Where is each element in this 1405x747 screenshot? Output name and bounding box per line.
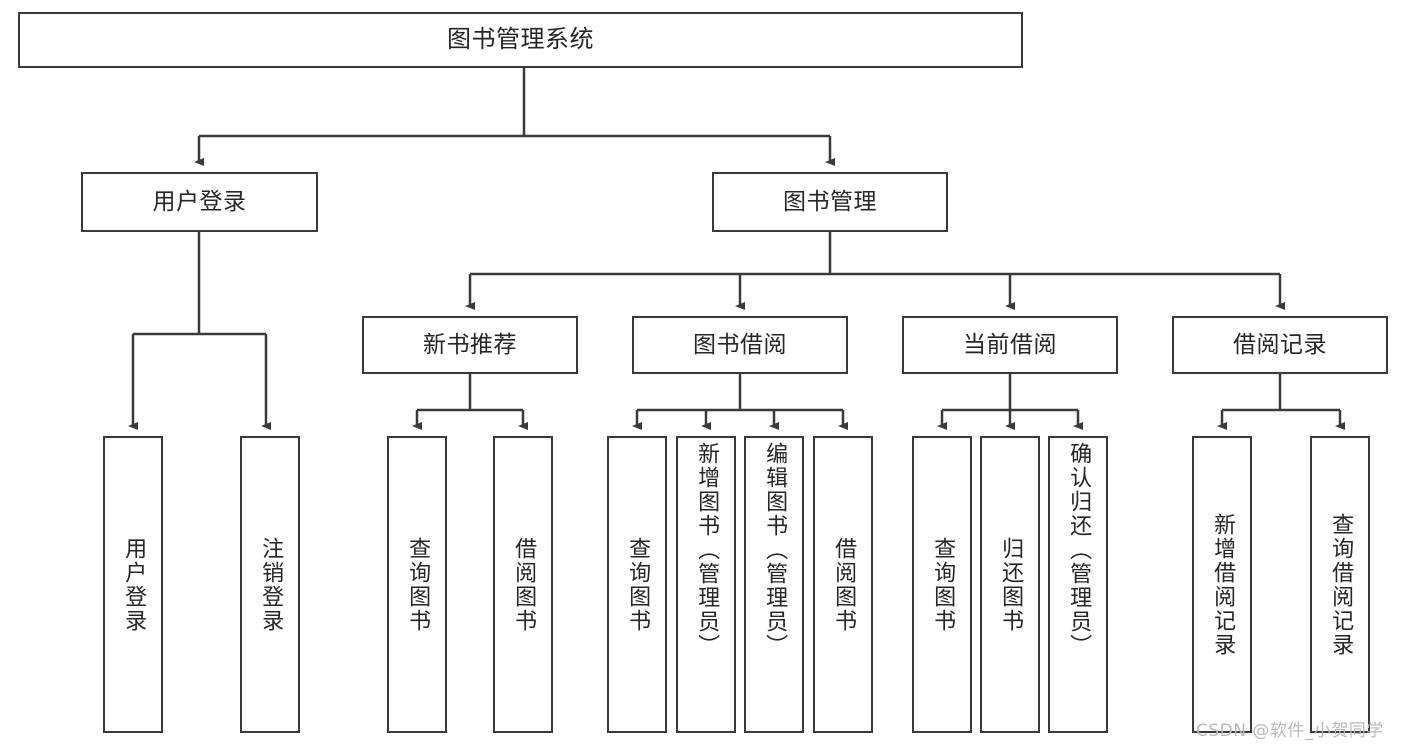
csdn-watermark: CSDN @软件_小贺同学	[1196, 721, 1384, 741]
node-label: 新增图书（管理员）	[694, 442, 720, 658]
node-leaf-return-book[interactable]: 归还图书	[980, 436, 1040, 733]
node-label: 查询图书	[405, 536, 431, 633]
node-leaf-edit-book-admin[interactable]: 编辑图书（管理员）	[744, 436, 804, 733]
node-leaf-query-book-recommend[interactable]: 查询图书	[387, 436, 447, 733]
node-leaf-confirm-return-admin[interactable]: 确认归还（管理员）	[1048, 436, 1108, 733]
node-label: 查询图书	[625, 536, 651, 633]
node-leaf-logout[interactable]: 注销登录	[240, 436, 300, 733]
node-label: 新增借阅记录	[1210, 512, 1236, 657]
node-current-borrow[interactable]: 当前借阅	[902, 316, 1118, 374]
node-label: 用户登录	[121, 536, 147, 633]
node-label: 图书借阅	[693, 331, 787, 358]
node-leaf-add-borrow-record[interactable]: 新增借阅记录	[1192, 436, 1252, 733]
node-label: 图书管理系统	[447, 25, 594, 54]
node-root-system[interactable]: 图书管理系统	[18, 12, 1023, 68]
node-leaf-query-borrow-record[interactable]: 查询借阅记录	[1310, 436, 1370, 733]
node-leaf-query-book-borrow[interactable]: 查询图书	[607, 436, 667, 733]
node-leaf-user-login[interactable]: 用户登录	[103, 436, 163, 733]
node-label: 编辑图书（管理员）	[762, 442, 788, 658]
node-label: 新书推荐	[423, 331, 517, 358]
node-user-login[interactable]: 用户登录	[81, 172, 318, 232]
node-label: 借阅记录	[1233, 331, 1327, 358]
node-book-management[interactable]: 图书管理	[712, 172, 948, 232]
node-leaf-borrow-book-recommend[interactable]: 借阅图书	[493, 436, 553, 733]
node-label: 用户登录	[152, 188, 247, 215]
node-label: 当前借阅	[963, 331, 1057, 358]
node-book-borrow[interactable]: 图书借阅	[632, 316, 848, 374]
node-leaf-add-book-admin[interactable]: 新增图书（管理员）	[676, 436, 736, 733]
node-label: 借阅图书	[511, 536, 537, 633]
node-leaf-borrow-book[interactable]: 借阅图书	[813, 436, 873, 733]
node-label: 归还图书	[998, 536, 1024, 633]
node-label: 查询借阅记录	[1328, 512, 1354, 657]
node-label: 图书管理	[783, 188, 877, 215]
node-label: 查询图书	[930, 536, 956, 633]
node-label: 借阅图书	[831, 536, 857, 633]
node-new-book-recommend[interactable]: 新书推荐	[362, 316, 578, 374]
node-label: 确认归还（管理员）	[1066, 442, 1092, 658]
node-borrow-record[interactable]: 借阅记录	[1172, 316, 1388, 374]
node-label: 注销登录	[258, 536, 284, 633]
node-leaf-query-book-current[interactable]: 查询图书	[912, 436, 972, 733]
